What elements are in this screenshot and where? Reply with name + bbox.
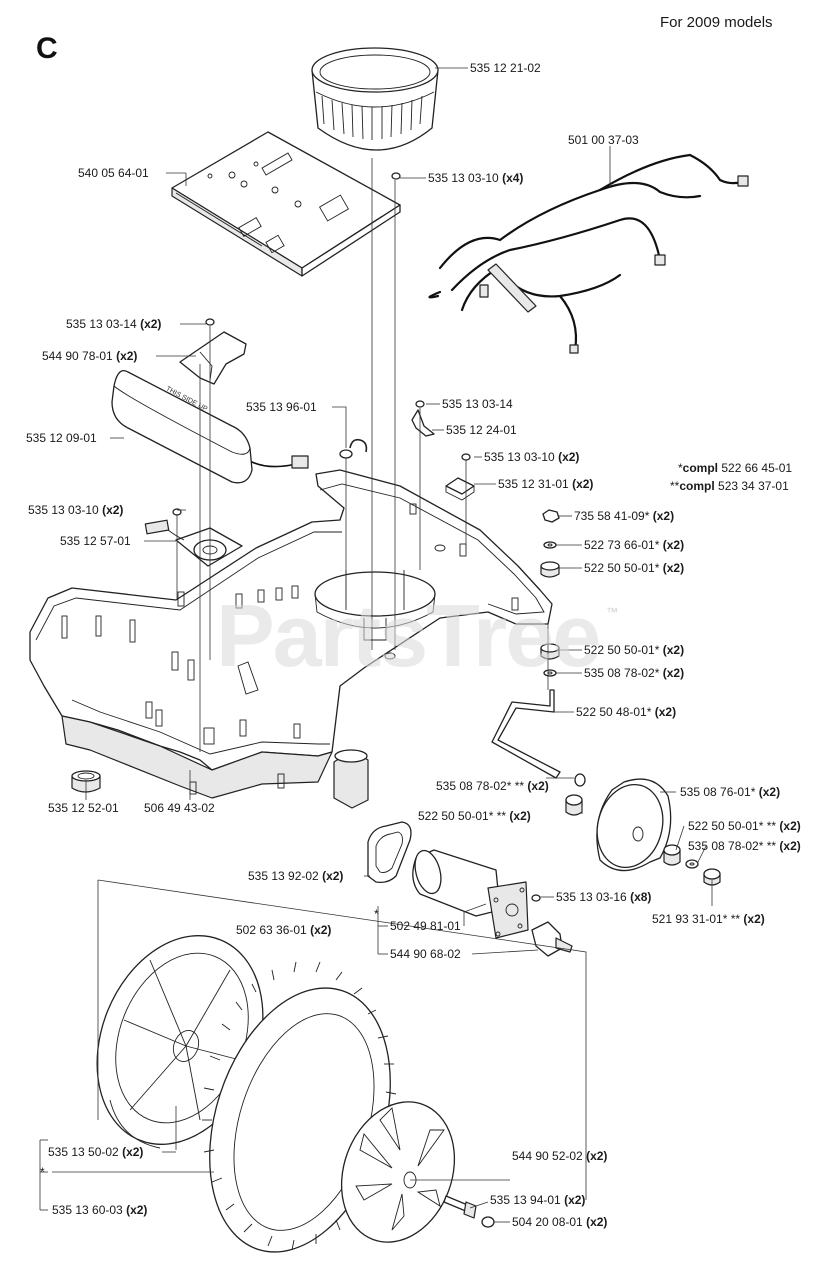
part-label: 535 13 03-16 (x8) — [556, 890, 651, 904]
part-label: 535 12 09-01 — [26, 431, 97, 445]
part-label: 535 12 31-01 (x2) — [498, 477, 593, 491]
wheel-motor-part — [412, 849, 541, 939]
washer-bearing-parts — [540, 509, 560, 677]
circuit-board-part — [171, 131, 401, 277]
part-label: 522 50 50-01* ** (x2) — [418, 809, 531, 823]
part-label: 535 08 78-02* (x2) — [584, 666, 684, 680]
watermark-trademark: ™ — [606, 605, 618, 619]
part-label: 535 12 52-01 — [48, 801, 119, 815]
watermark-text: PartsTree — [216, 586, 599, 685]
plate-part — [445, 477, 475, 501]
part-label: 535 12 21-02 — [470, 61, 541, 75]
wire-harness-part — [428, 153, 749, 354]
part-label: 535 08 76-01* (x2) — [680, 785, 780, 799]
part-label: 535 13 03-14 (x2) — [66, 317, 161, 331]
part-label: 544 90 78-01 (x2) — [42, 349, 137, 363]
wheel-axle-part — [491, 689, 561, 779]
part-label: 535 13 92-02 (x2) — [248, 869, 343, 883]
part-label: 535 13 03-10 (x2) — [28, 503, 123, 517]
part-label: 535 12 24-01 — [446, 423, 517, 437]
part-label: 535 13 94-01 (x2) — [490, 1193, 585, 1207]
part-label: 501 00 37-03 — [568, 133, 639, 147]
part-label: 522 50 50-01* (x2) — [584, 561, 684, 575]
part-label: 522 50 50-01* ** (x2) — [688, 819, 801, 833]
part-label: 506 49 43-02 — [144, 801, 215, 815]
part-label: 535 13 03-10 (x2) — [484, 450, 579, 464]
leader-lines — [39, 67, 713, 1223]
part-label: 502 49 81-01 — [390, 919, 461, 933]
wheel-bolt-part — [443, 1195, 495, 1228]
section-letter: C — [36, 32, 58, 65]
chassis-body-part — [29, 469, 553, 809]
motor-hub-part — [531, 921, 573, 957]
compl-notes: *compl 522 66 45-01 **compl 523 34 37-01 — [670, 461, 792, 493]
speaker-part — [144, 519, 243, 567]
motor-group-star: * — [374, 907, 379, 921]
part-labels: 535 12 21-02 540 05 64-01 535 13 03-10 (… — [26, 61, 801, 1229]
compl-note: *compl 522 66 45-01 — [678, 461, 792, 475]
hub-cap-part — [340, 1101, 456, 1243]
part-label: 504 20 08-01 (x2) — [512, 1215, 607, 1229]
part-label: 535 08 78-02* ** (x2) — [436, 779, 549, 793]
watermark: PartsTree ™ — [216, 586, 618, 685]
part-label: 522 73 66-01* (x2) — [584, 538, 684, 552]
part-label: 544 90 68-02 — [390, 947, 461, 961]
compl-note: **compl 523 34 37-01 — [670, 479, 789, 493]
part-label: 535 08 78-02* ** (x2) — [688, 839, 801, 853]
part-label: 735 58 41-09* (x2) — [574, 509, 674, 523]
part-label: 535 13 03-14 — [442, 397, 513, 411]
cylinder-cover-part — [311, 47, 439, 151]
part-label: 522 50 50-01* (x2) — [584, 643, 684, 657]
battery-holder-part — [179, 331, 247, 385]
models-note: For 2009 models — [660, 14, 773, 31]
rear-wheel-group — [565, 773, 721, 886]
part-label: 535 13 96-01 — [246, 400, 317, 414]
motor-gasket-part — [367, 821, 412, 884]
part-label: 544 90 52-02 (x2) — [512, 1149, 607, 1163]
spring-clip-part — [339, 438, 368, 459]
part-label: 540 05 64-01 — [78, 166, 149, 180]
part-label: 535 13 50-02 (x2) — [48, 1145, 143, 1159]
part-label: 535 12 57-01 — [60, 534, 131, 548]
part-label: 535 13 60-03 (x2) — [52, 1203, 147, 1217]
part-label: 521 93 31-01* ** (x2) — [652, 912, 765, 926]
bracket-part — [411, 409, 435, 437]
part-label: 535 13 03-10 (x4) — [428, 171, 523, 185]
part-label: 502 63 36-01 (x2) — [236, 923, 331, 937]
part-label: 522 50 48-01* (x2) — [576, 705, 676, 719]
wheel-group-star: * — [40, 1165, 45, 1179]
